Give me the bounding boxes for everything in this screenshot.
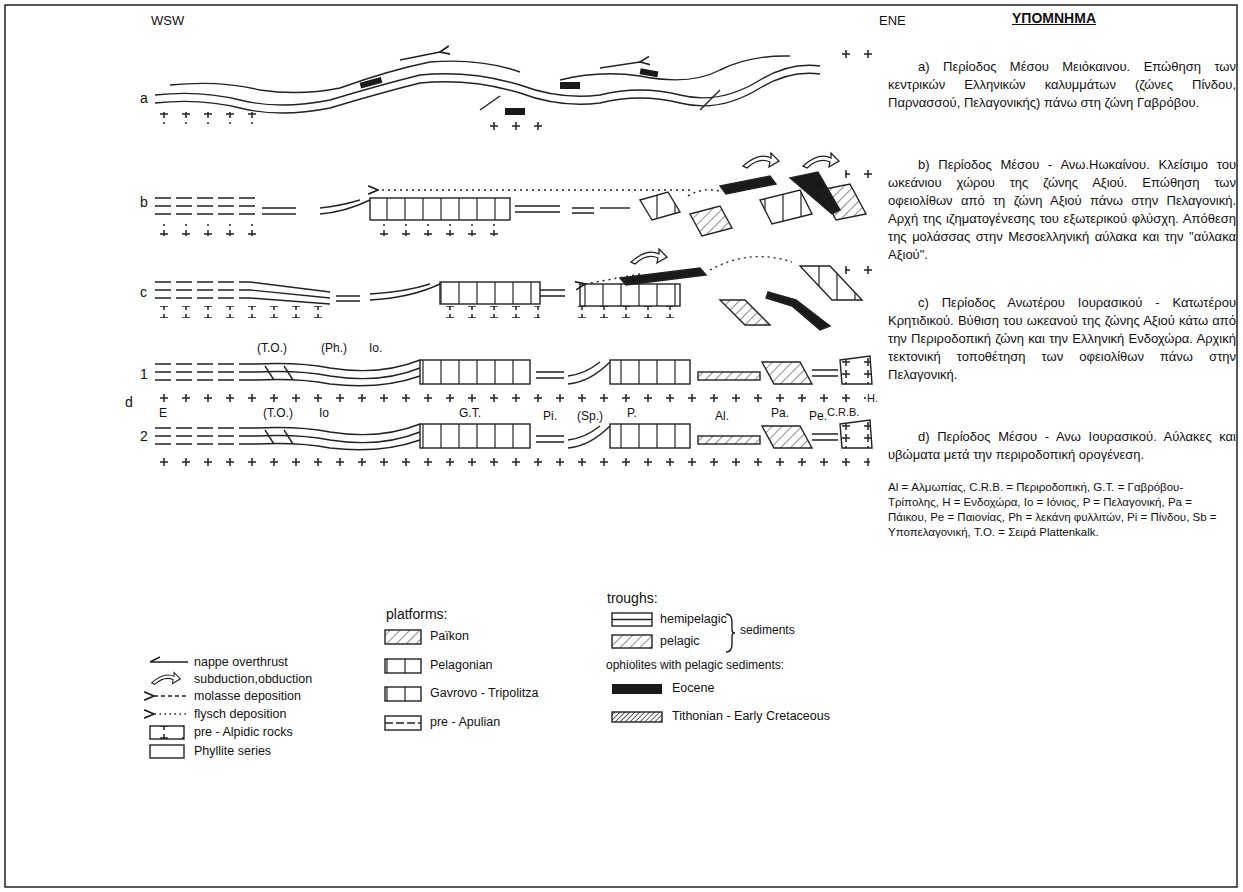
legend-text: Gavrovo - Tripolitza bbox=[430, 686, 538, 700]
section-label: d bbox=[124, 394, 134, 410]
section-label: c bbox=[139, 284, 148, 300]
section-label: G.T. bbox=[458, 407, 482, 421]
section-label: Pi. bbox=[542, 410, 558, 424]
section-label: Pe. bbox=[808, 410, 828, 424]
legend-heading: platforms: bbox=[386, 606, 447, 622]
caption-paragraph: c) Περίοδος Ανωτέρου Ιουρασικού - Κατωτέ… bbox=[888, 294, 1236, 384]
legend-text: Phyllite series bbox=[194, 744, 271, 758]
legend-text: Eocene bbox=[672, 681, 714, 695]
legend-text: hemipelagic bbox=[660, 612, 727, 626]
section-label: C.R.B. bbox=[826, 406, 860, 419]
section-label: (T.O.) bbox=[262, 407, 294, 421]
legend-text: pelagic bbox=[660, 634, 700, 648]
legend-text: pre - Alpidic rocks bbox=[194, 725, 293, 739]
abbreviation-note: Al = Αλμωπίας, C.R.B. = Περιροδοπική, G.… bbox=[888, 480, 1233, 540]
legend-text: flysch deposition bbox=[194, 707, 286, 721]
legend-text: Pelagonian bbox=[430, 658, 493, 672]
legend-heading: ΥΠΟΜΝΗΜΑ bbox=[1012, 10, 1096, 26]
legend-text: subduction,obduction bbox=[194, 672, 312, 686]
legend-text: molasse deposition bbox=[194, 689, 301, 703]
caption-paragraph: d) Περίοδος Μέσου - Ανω Ιουρασικού. Αύλα… bbox=[888, 428, 1236, 464]
section-label: WSW bbox=[150, 14, 185, 29]
section-label: Io. bbox=[368, 342, 383, 356]
legend-heading: sediments bbox=[740, 624, 795, 638]
section-label: H. bbox=[866, 392, 879, 405]
section-label: Pa. bbox=[770, 407, 790, 421]
section-label: b bbox=[139, 194, 149, 210]
section-label: Io bbox=[318, 407, 330, 421]
section-label: E bbox=[158, 407, 168, 421]
legend-text: Païkon bbox=[430, 629, 469, 643]
section-label: 1 bbox=[139, 366, 149, 382]
section-label: ENE bbox=[878, 14, 907, 29]
section-label: (Ph.) bbox=[320, 342, 348, 356]
section-label: P. bbox=[626, 407, 638, 421]
caption-paragraph: b) Περίοδος Μέσου - Ανω.Ηωκαίνου. Κλείσι… bbox=[888, 156, 1236, 264]
section-label: (Sp.) bbox=[576, 410, 604, 424]
section-label: (T.O.) bbox=[256, 342, 288, 356]
section-label: Al. bbox=[714, 410, 730, 424]
legend-text: Tithonian - Early Cretaceous bbox=[672, 709, 830, 723]
legend-text: nappe overthrust bbox=[194, 655, 288, 669]
caption-paragraph: a) Περίοδος Μέσου Μειόκαινου. Επώθηση τω… bbox=[888, 58, 1236, 112]
section-label: a bbox=[139, 90, 149, 106]
legend-heading: ophiolites with pelagic sediments: bbox=[606, 659, 784, 673]
legend-heading: troughs: bbox=[607, 590, 658, 606]
legend-text: pre - Apulian bbox=[430, 715, 500, 729]
legend-swatch bbox=[612, 684, 662, 694]
section-label: 2 bbox=[139, 428, 149, 444]
